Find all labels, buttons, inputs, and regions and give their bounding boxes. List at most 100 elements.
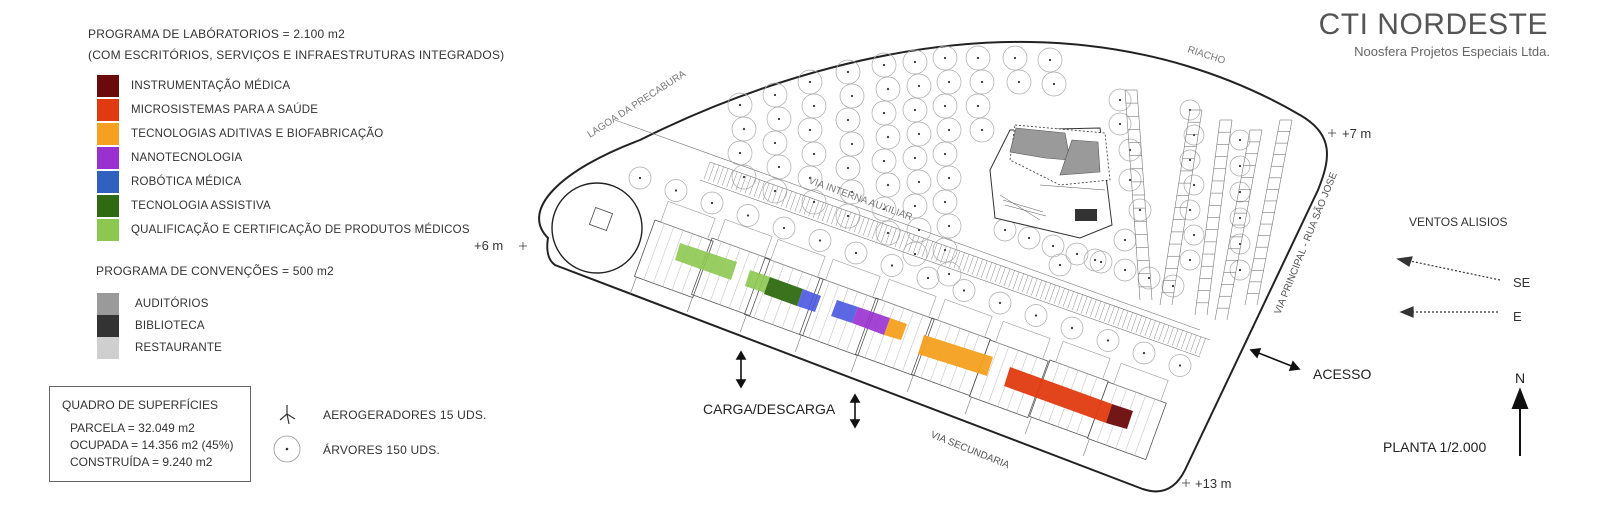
tree-icon xyxy=(871,148,897,174)
auditorium-block xyxy=(1059,139,1101,176)
trees-count: ÁRVORES 150 UDS. xyxy=(323,443,441,457)
tree-icon xyxy=(1128,198,1152,222)
legend-swatch xyxy=(97,75,119,97)
legend-label: INSTRUMENTAÇÃO MÉDICA xyxy=(131,80,291,92)
tree-icon xyxy=(839,83,865,109)
tree-icon xyxy=(936,261,962,287)
north-arrow-icon xyxy=(1511,387,1529,456)
legend-label: AUDITÓRIOS xyxy=(135,297,209,310)
auditorium-block xyxy=(1009,127,1071,161)
label-via-secundaria: VIA SECUNDARIA xyxy=(929,430,1011,472)
tree-icon xyxy=(932,189,958,215)
tree-icon xyxy=(835,203,861,229)
tree-icon xyxy=(835,155,861,181)
surfaces-table: QUADRO DE SUPERFÍCIES PARCELA = 32.049 m… xyxy=(49,386,251,482)
tree-icon xyxy=(902,193,928,219)
project-subtitle: Noosfera Projetos Especiais Ltda. xyxy=(1354,44,1550,59)
elevation-7: +7 m xyxy=(1342,126,1371,141)
lab-area-robotica xyxy=(831,300,858,323)
library-block xyxy=(1075,209,1097,221)
tree-icon xyxy=(1037,47,1063,73)
tree-icon xyxy=(762,130,788,156)
tree-icon xyxy=(906,169,932,195)
tree-icon xyxy=(628,166,652,190)
legend-swatch xyxy=(97,219,119,241)
tree-icon xyxy=(797,165,823,191)
legend-item-nanotecnologia: NANOTECNOLOGIA xyxy=(97,147,242,169)
tree-icon xyxy=(772,216,796,240)
tree-icon xyxy=(1179,249,1201,271)
tree-icon xyxy=(902,97,928,123)
tree-icon xyxy=(731,164,757,190)
tree-icon xyxy=(1048,253,1072,277)
tree-icon xyxy=(965,93,991,119)
convention-building xyxy=(989,124,1113,239)
double-arrow-icon xyxy=(1249,348,1301,371)
lab-area-qualificacao xyxy=(745,270,770,293)
legend-label: BIBLIOTECA xyxy=(135,319,205,332)
label-via-principal: VIA PRINCIPAL - RUA SÃO JOSE xyxy=(1271,170,1340,316)
tree-icon xyxy=(902,49,928,75)
tree-icon xyxy=(969,117,995,143)
tree-icon xyxy=(875,220,901,246)
roundabout xyxy=(551,182,643,274)
conventions-program-title: PROGRAMA DE CONVENÇÕES = 500 m2 xyxy=(96,264,334,278)
gate-house xyxy=(588,206,614,232)
label-riacho: RIACHO xyxy=(1186,44,1227,67)
tree-icon xyxy=(902,145,928,171)
symbols-legend-icons xyxy=(273,405,301,463)
elevation-6: +6 m xyxy=(474,238,503,253)
labs-program-title: PROGRAMA DE LABÓRATORIOS = 2.100 m2 xyxy=(88,27,345,41)
tree-icon xyxy=(871,100,897,126)
tree-icon xyxy=(797,69,823,95)
tree-icon xyxy=(952,279,976,302)
turbines-count: AEROGERADORES 15 UDS. xyxy=(323,408,487,422)
legend-item-auditorios: AUDITÓRIOS xyxy=(97,292,209,315)
tree-icon xyxy=(1229,207,1251,229)
tree-icon xyxy=(906,121,932,147)
label-carga-descarga: CARGA/DESCARGA xyxy=(703,401,836,417)
legend-label: ROBÓTICA MÉDICA xyxy=(131,176,242,188)
legend-item-restaurante: RESTAURANTE xyxy=(97,336,222,359)
legend-swatch xyxy=(97,292,119,315)
lab-area-microsistemas xyxy=(1004,367,1112,423)
tree-icon xyxy=(932,237,958,263)
tree-icon xyxy=(1041,71,1067,97)
tree-icon xyxy=(932,45,958,71)
legend-item-qualificacao: QUALIFICAÇÃO E CERTIFICAÇÃO DE PRODUTOS … xyxy=(97,219,470,241)
tree-icon xyxy=(731,116,757,142)
legend-label: MICROSISTEMAS PARA A SAÚDE xyxy=(131,104,319,116)
legend-label: QUALIFICAÇÃO E CERTIFICAÇÃO DE PRODUTOS … xyxy=(131,224,470,236)
legend-label: RESTAURANTE xyxy=(135,341,222,354)
tree-icon xyxy=(932,141,958,167)
tree-icon xyxy=(727,92,753,118)
label-lagoa: LAGOA DA PRECABURA xyxy=(586,68,689,140)
lab-building xyxy=(794,258,881,357)
wind-e-label: E xyxy=(1513,309,1522,324)
tree-icon xyxy=(808,229,832,252)
lab-area-qualificacao xyxy=(675,243,737,280)
surfaces-construida: CONSTRUÍDA = 9.240 m2 xyxy=(70,455,213,469)
legend-label: TECNOLOGIA ASSISTIVA xyxy=(131,200,271,212)
label-acesso: ACESSO xyxy=(1313,366,1371,382)
tree-icon xyxy=(1002,45,1028,71)
tree-icon xyxy=(936,213,962,239)
double-arrow-icon xyxy=(735,350,747,389)
wind-se-label: SE xyxy=(1513,275,1531,290)
tree-icon xyxy=(835,59,861,85)
wind-arrow-icon xyxy=(1399,306,1498,318)
tree-icon xyxy=(1183,174,1205,196)
legend-swatch xyxy=(97,147,119,169)
legend-swatch xyxy=(97,123,119,145)
tree-icon xyxy=(839,179,865,205)
tree-icon xyxy=(766,106,792,132)
tree-icon xyxy=(871,52,897,78)
legend-item-microsistemas: MICROSISTEMAS PARA A SAÚDE xyxy=(97,99,318,121)
tree-icon xyxy=(1006,69,1032,95)
legend-label: NANOTECNOLOGIA xyxy=(131,152,243,164)
trees-group xyxy=(628,45,1251,377)
legend-item-biblioteca: BIBLIOTECA xyxy=(97,314,205,337)
tree-icon xyxy=(1118,168,1142,192)
lab-area-robotica xyxy=(797,289,821,312)
